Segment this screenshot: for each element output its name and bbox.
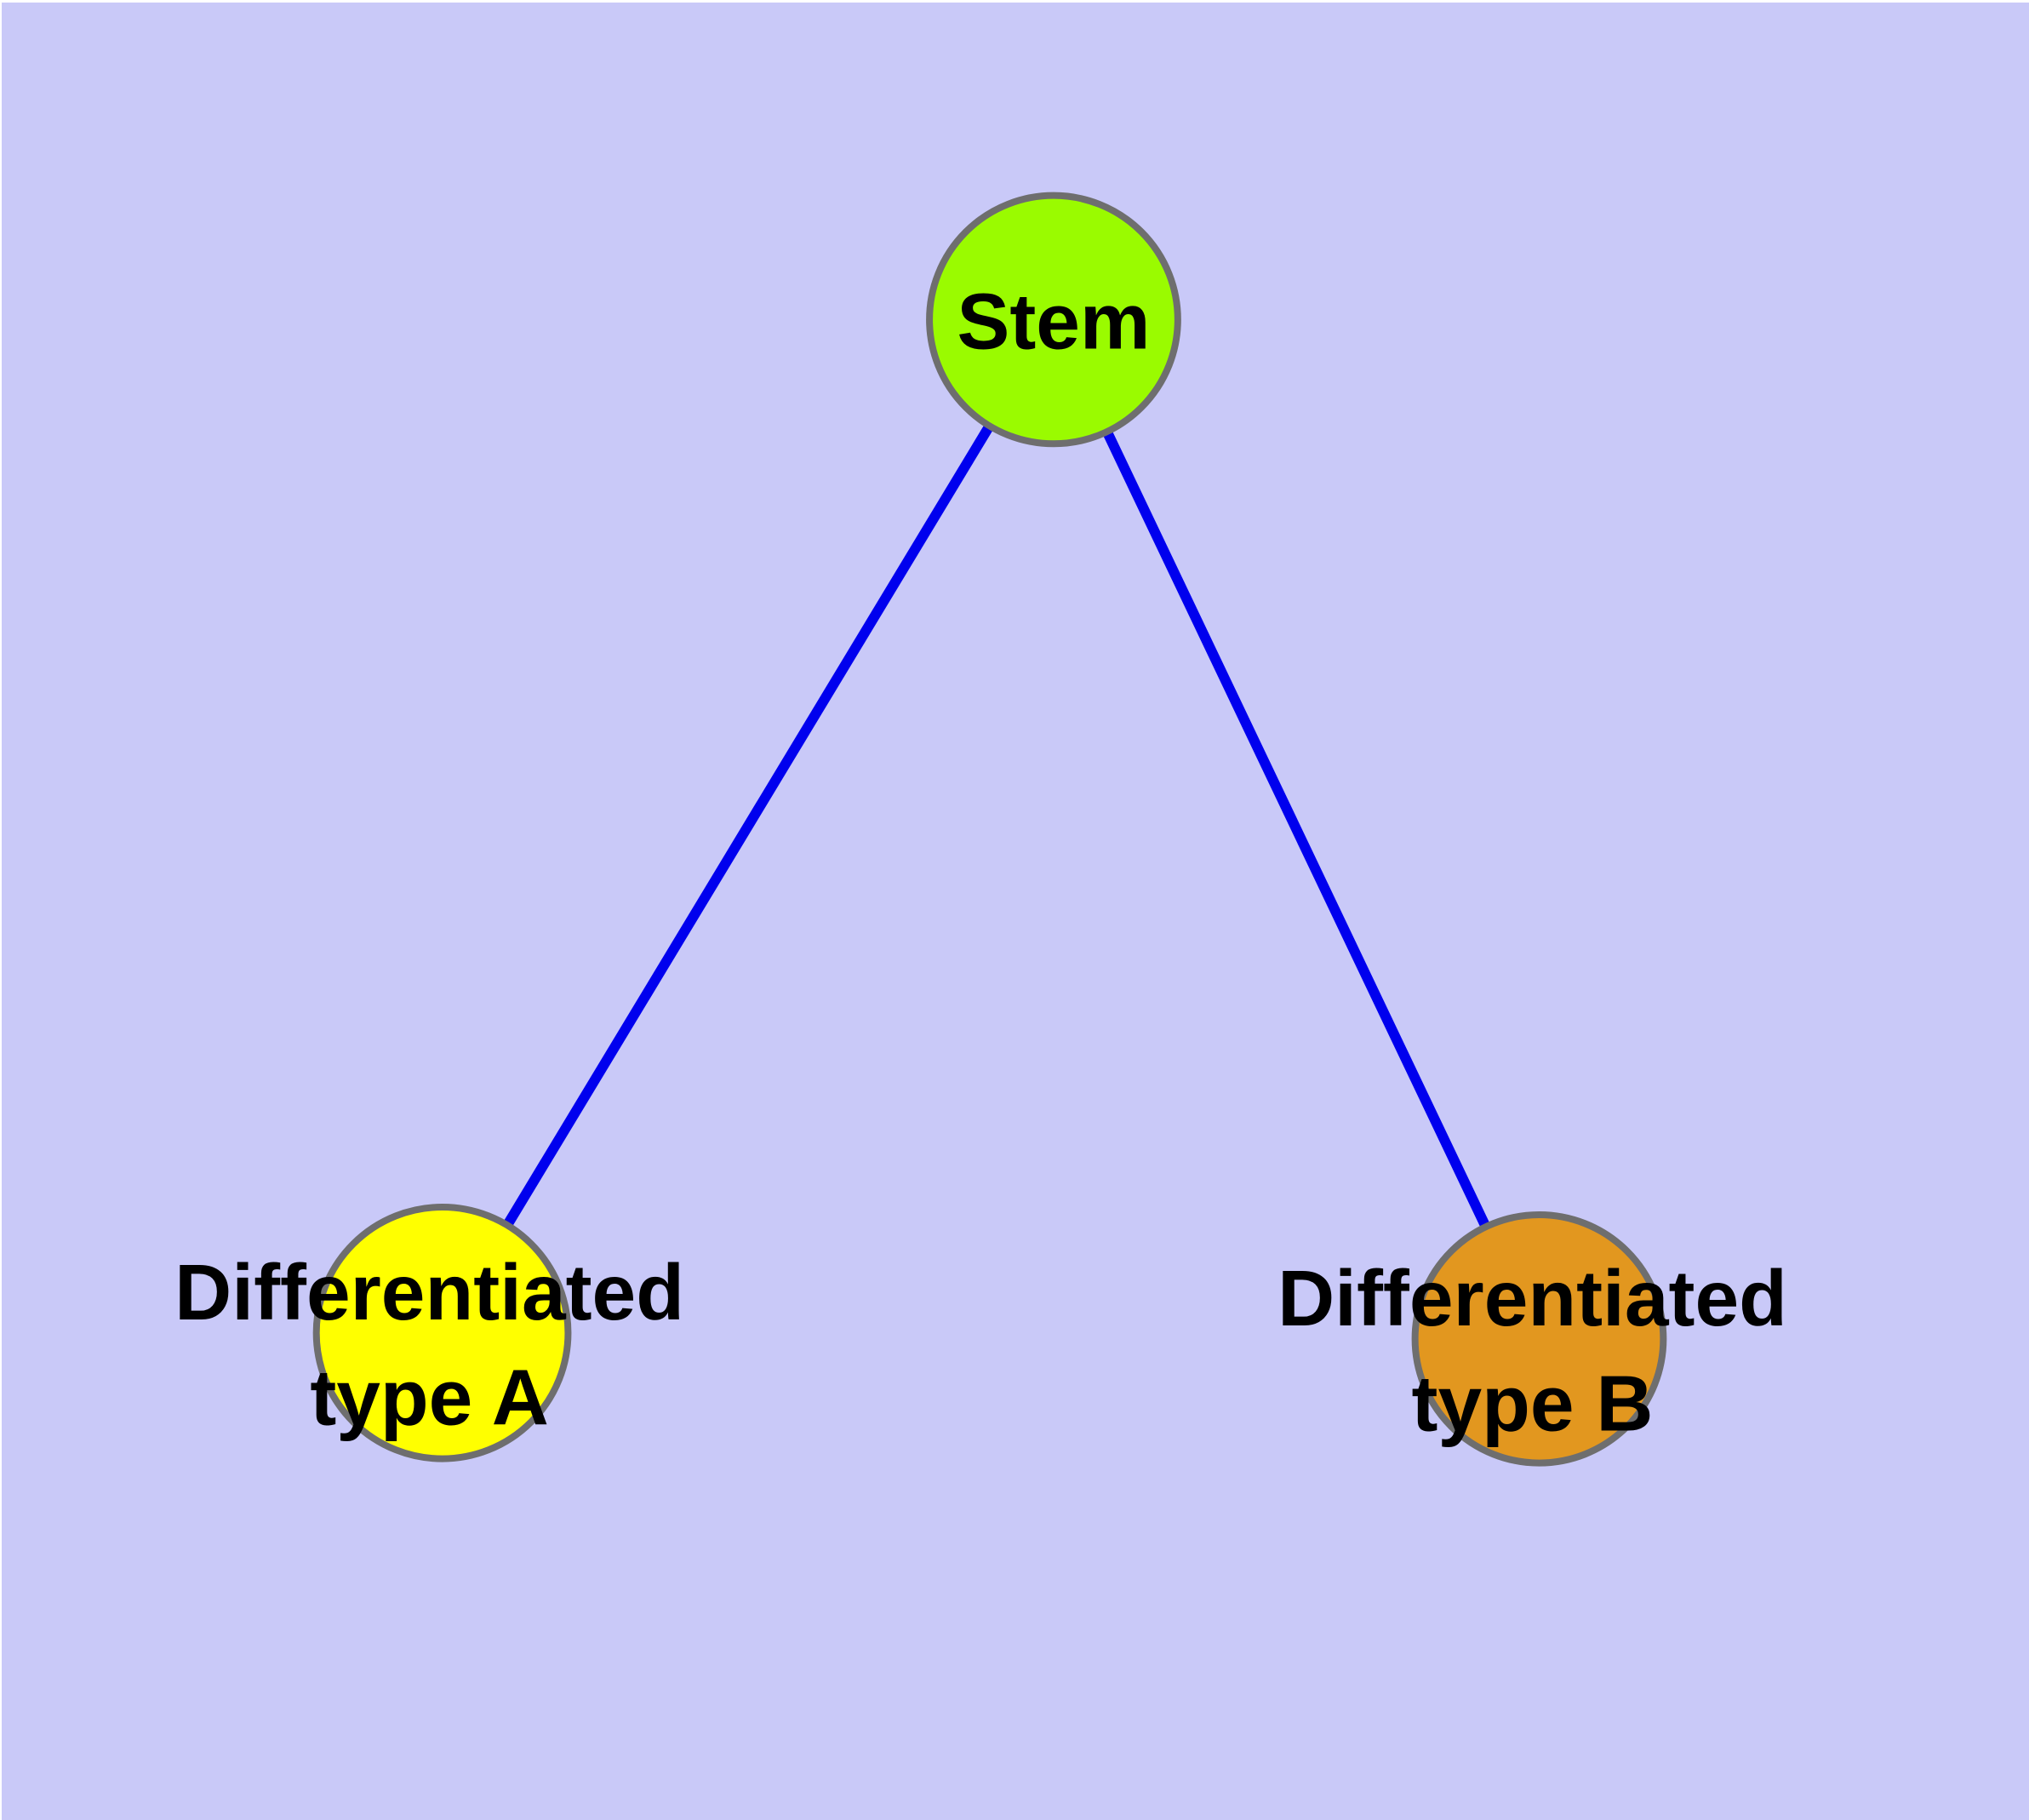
node-stem[interactable]: Stem bbox=[926, 192, 1181, 448]
edge-stem-to-differentiated-type-a bbox=[437, 317, 1059, 1336]
node-label-line: Stem bbox=[957, 277, 1150, 365]
node-label-differentiated-type-a: Differentiated type A bbox=[174, 1248, 684, 1442]
node-circle-stem[interactable] bbox=[926, 192, 1181, 448]
node-circle-differentiated-type-a[interactable] bbox=[312, 1204, 572, 1462]
node-label-line: type B bbox=[1412, 1359, 1654, 1448]
node-label-line: Differentiated bbox=[1277, 1254, 1787, 1342]
edge-stem-to-differentiated-type-b bbox=[1049, 317, 1544, 1342]
node-differentiated-type-a[interactable]: Differentiated type A bbox=[174, 1204, 684, 1462]
node-circle-differentiated-type-b[interactable] bbox=[1411, 1211, 1667, 1467]
node-label-line: Differentiated bbox=[174, 1248, 684, 1336]
node-label-line: type A bbox=[310, 1354, 548, 1442]
node-differentiated-type-b[interactable]: Differentiated type B bbox=[1277, 1211, 1787, 1467]
node-label-differentiated-type-b: Differentiated type B bbox=[1277, 1254, 1787, 1448]
node-label-stem: Stem bbox=[957, 277, 1150, 365]
